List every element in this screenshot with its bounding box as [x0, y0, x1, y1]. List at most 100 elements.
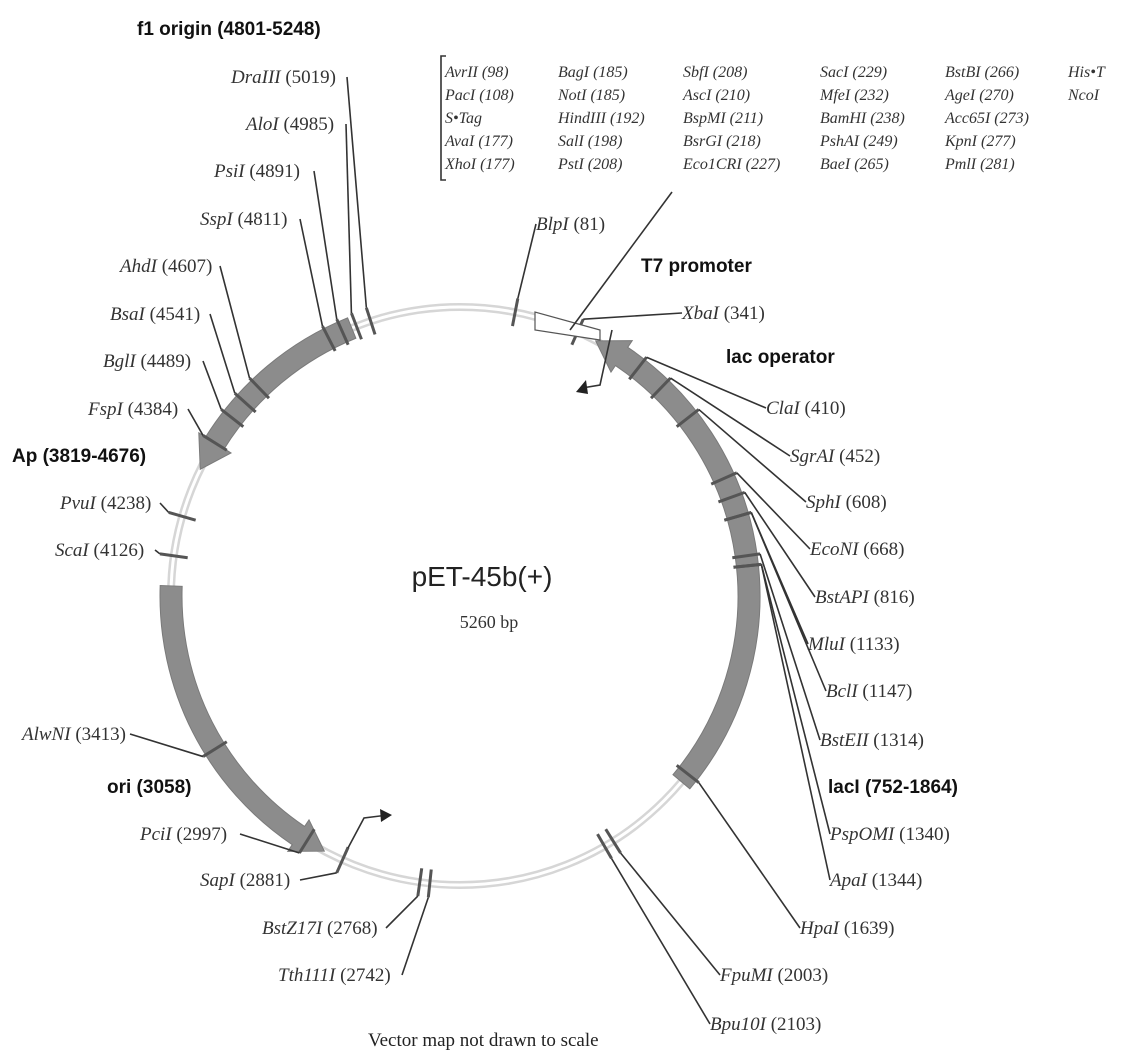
site-name: AhdI: [118, 256, 159, 277]
site-position: (3413): [71, 724, 126, 745]
site-tick: [717, 490, 746, 504]
site-label: SgrAI (452): [790, 446, 880, 467]
site-position: (4607): [157, 256, 212, 277]
site-tick: [364, 307, 377, 335]
mcs-site: AgeI (270): [944, 87, 1014, 104]
mcs-leader: [569, 191, 673, 331]
site-name: BstZ17I: [262, 918, 324, 939]
site-tick: [628, 356, 648, 381]
site-leader-line: [345, 123, 353, 314]
site-position: (608): [841, 492, 887, 513]
mcs-site: Acc65I (273): [944, 110, 1029, 127]
site-leader-line: [698, 408, 807, 503]
site-name: Bpu10I: [710, 1014, 768, 1035]
site-leader-line: [346, 76, 368, 308]
site-name: SphI: [806, 492, 843, 513]
site-leader-line: [129, 733, 204, 758]
site-label: ApaI (1344): [828, 870, 922, 891]
site-name: DraIII: [230, 67, 282, 88]
site-leader-line: [750, 512, 809, 645]
site-leader-line: [313, 170, 338, 320]
site-label: DraIII (5019): [230, 67, 336, 88]
site-tick: [202, 740, 228, 758]
site-label: ClaI (410): [766, 398, 846, 419]
site-position: (668): [859, 539, 905, 560]
site-position: (5019): [281, 67, 336, 88]
site-label: BclI (1147): [826, 681, 912, 702]
site-name: EcoNI: [809, 539, 860, 560]
site-label: BglI (4489): [103, 351, 191, 372]
site-label: AloI (4985): [244, 114, 334, 135]
site-leader-line: [744, 491, 816, 598]
feature-label-ap: Ap (3819-4676): [12, 446, 146, 467]
plasmid-name: pET-45b(+): [412, 561, 553, 592]
site-leader-line: [517, 223, 537, 299]
site-leader-line: [583, 312, 683, 320]
site-position: (4985): [279, 114, 334, 135]
feature-label-lac-operator: lac operator: [726, 347, 835, 368]
mcs-site: BamHI (238): [820, 110, 905, 127]
site-name: SapI: [200, 870, 237, 891]
site-tick: [248, 376, 271, 400]
site-tick: [604, 828, 622, 854]
site-label: HpaI (1639): [799, 918, 894, 939]
site-position: (4126): [89, 540, 144, 561]
site-position: (4238): [96, 493, 151, 514]
ap-arrow: [159, 585, 326, 852]
site-position: (1147): [858, 681, 913, 702]
site-name: FspI: [87, 399, 125, 420]
site-label: EcoNI (668): [809, 539, 904, 560]
site-tick: [350, 312, 363, 340]
site-label: AhdI (4607): [118, 256, 212, 277]
site-label: XbaI (341): [681, 303, 765, 324]
plasmid-size: 5260 bp: [460, 612, 519, 632]
site-label: PciI (2997): [139, 824, 227, 845]
site-label: BstZ17I (2768): [262, 918, 378, 939]
mcs-site: PmlI (281): [944, 156, 1015, 173]
site-tick: [159, 552, 188, 560]
site-position: (816): [869, 587, 915, 608]
site-name: XbaI: [681, 303, 721, 324]
mcs-site: SalI (198): [558, 133, 622, 150]
site-label: SspI (4811): [200, 209, 287, 230]
site-tick: [733, 562, 762, 569]
feature-label-f1: f1 origin (4801-5248): [137, 19, 321, 40]
site-name: BglI: [103, 351, 137, 372]
site-tick: [426, 869, 433, 898]
f1-origin-arrow: [198, 317, 357, 471]
scale-note: Vector map not drawn to scale: [368, 1030, 599, 1051]
mcs-site: BsrGI (218): [683, 133, 761, 150]
mcs-site: PshAI (249): [819, 133, 898, 150]
ori-arrow: [347, 814, 389, 849]
site-label: SapI (2881): [200, 870, 290, 891]
site-tick: [416, 868, 424, 897]
site-tick: [168, 511, 197, 522]
site-name: PvuI: [59, 493, 98, 514]
site-leader-line: [239, 833, 300, 854]
site-leader-line: [401, 897, 430, 976]
site-position: (4384): [123, 399, 178, 420]
mcs-site: BstBI (266): [945, 64, 1019, 81]
site-label: BsaI (4541): [110, 304, 200, 325]
mcs-bracket: [440, 55, 446, 181]
mcs-site: AvrII (98): [444, 64, 509, 81]
site-leader-line: [385, 895, 419, 929]
site-tick: [732, 552, 761, 560]
site-name: SspI: [200, 209, 234, 230]
site-label: Bpu10I (2103): [710, 1014, 821, 1035]
t7-promoter-arrowhead: [576, 380, 588, 394]
mcs-site: SbfI (208): [683, 64, 747, 81]
site-label: PspOMI (1340): [829, 824, 950, 845]
site-tick: [675, 408, 700, 428]
site-position: (2997): [172, 824, 227, 845]
site-tick: [220, 408, 245, 428]
site-leaders: [129, 76, 831, 1025]
site-position: (2003): [773, 965, 828, 986]
site-name: ClaI: [766, 398, 801, 419]
site-name: BstEII: [820, 730, 870, 751]
site-name: PspOMI: [829, 824, 896, 845]
site-position: (410): [800, 398, 846, 419]
site-label: BstEII (1314): [820, 730, 924, 751]
site-position: (2881): [235, 870, 290, 891]
